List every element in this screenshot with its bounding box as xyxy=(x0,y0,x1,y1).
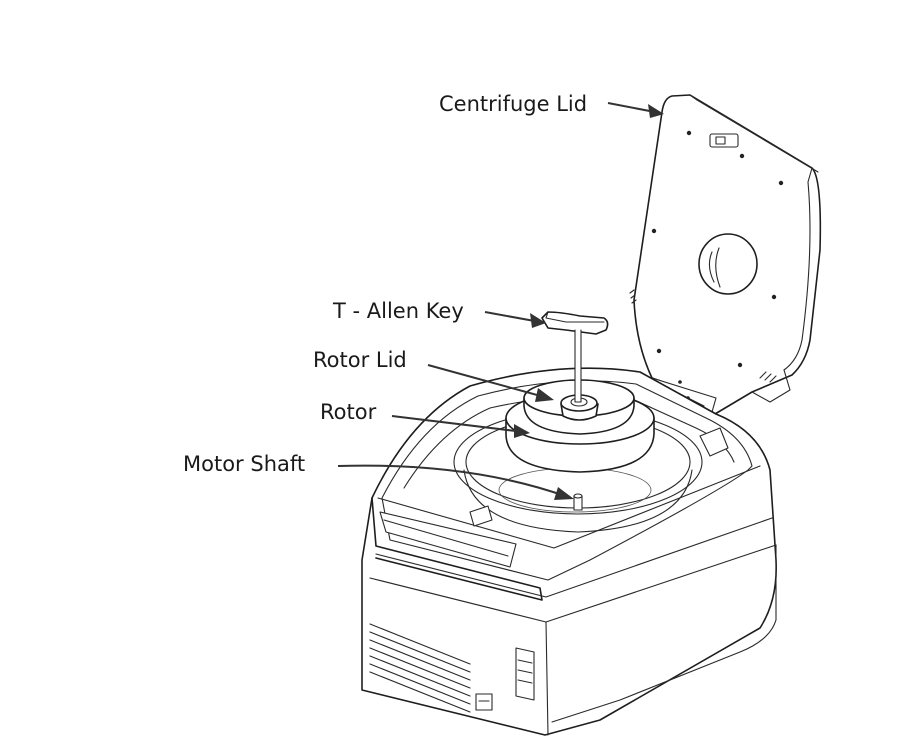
t-allen-key xyxy=(541,311,609,403)
label-t-allen-key: T - Allen Key xyxy=(332,299,464,323)
label-rotor: Rotor xyxy=(320,400,377,424)
label-centrifuge-lid: Centrifuge Lid xyxy=(439,92,587,116)
front-vents xyxy=(369,623,493,713)
label-motor-shaft: Motor Shaft xyxy=(183,452,305,476)
centrifuge-lid xyxy=(629,94,822,417)
label-rotor-lid: Rotor Lid xyxy=(313,348,407,372)
callout-arrows xyxy=(337,102,664,500)
motor-shaft xyxy=(573,493,583,511)
